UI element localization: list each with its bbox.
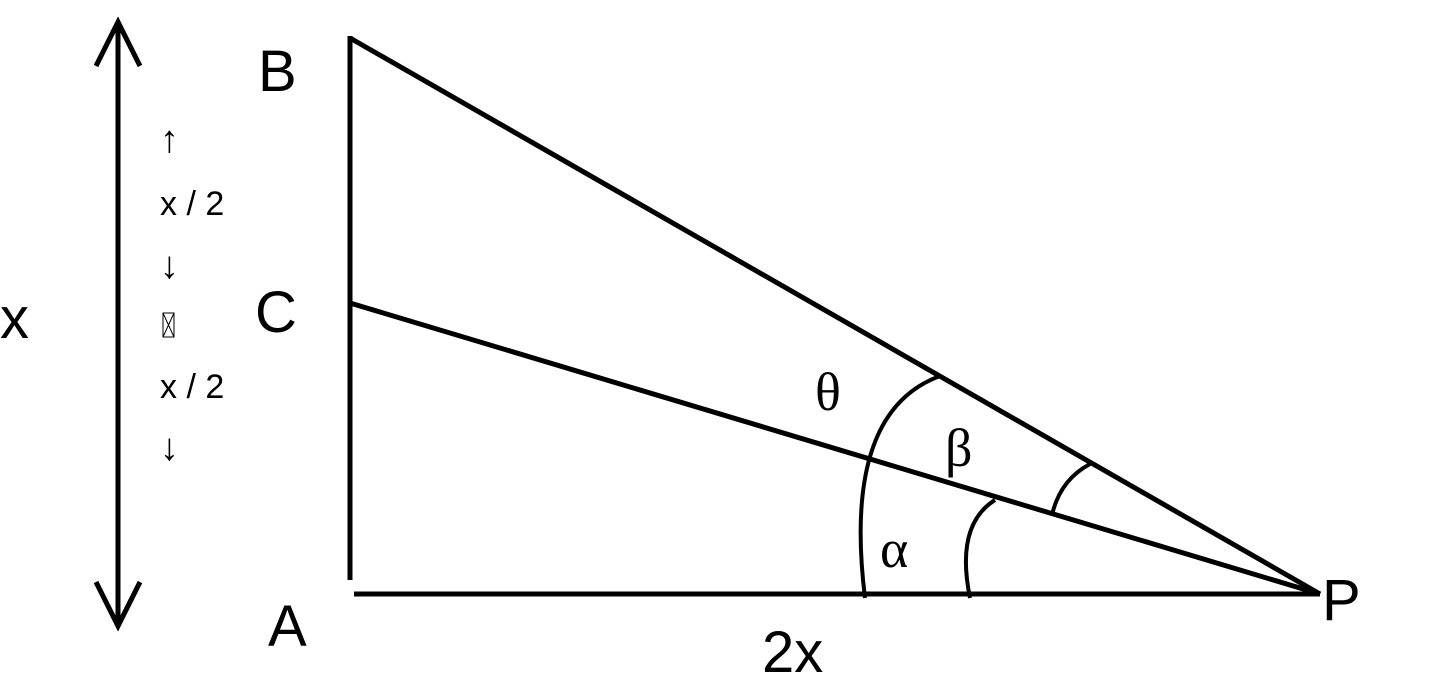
- vertex-a-label: A: [268, 594, 307, 659]
- vertex-b-label: B: [258, 39, 297, 104]
- base-label: 2x: [762, 620, 823, 685]
- lower-arrow-down: ↓: [160, 427, 179, 469]
- upper-arrow-down: ↓: [160, 245, 179, 287]
- upper-half-label: x / 2: [160, 185, 224, 223]
- height-label: x: [0, 286, 29, 351]
- line-cp: [349, 300, 1321, 597]
- vertex-p-label: P: [1322, 568, 1361, 633]
- height-dimension-arrow: [93, 16, 143, 632]
- lower-half-label: x / 2: [160, 368, 224, 406]
- angle-theta-arc: [858, 374, 941, 599]
- angle-alpha-arc: [963, 498, 997, 599]
- angle-beta-arc: [1050, 462, 1091, 516]
- angle-theta-label: θ: [815, 362, 841, 422]
- side-bp: [348, 35, 1322, 597]
- angle-alpha-label: α: [880, 519, 908, 579]
- upper-arrow-up: ↑: [160, 119, 179, 161]
- angle-beta-label: β: [945, 418, 972, 478]
- vertex-c-label: C: [255, 280, 297, 345]
